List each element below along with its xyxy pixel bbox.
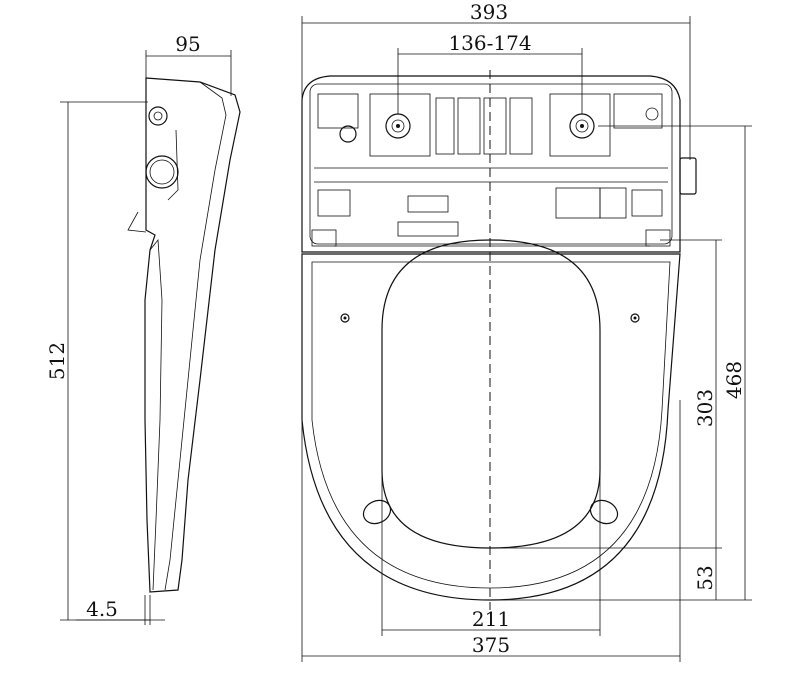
dimension-seat-length: 303 bbox=[693, 389, 717, 427]
side-profile-outline bbox=[144, 77, 241, 593]
dimension-side-depth: 95 bbox=[175, 32, 200, 56]
foot-pad-left bbox=[362, 499, 392, 525]
bumper-right bbox=[630, 313, 640, 323]
dimension-seat-width: 375 bbox=[472, 633, 510, 657]
dimension-side-thickness: 4.5 bbox=[86, 597, 118, 621]
dimension-total-length: 468 bbox=[722, 361, 746, 399]
dimension-opening-width: 211 bbox=[472, 607, 510, 631]
foot-pad-right bbox=[589, 499, 619, 525]
seat-opening bbox=[381, 239, 601, 549]
housing-knob bbox=[339, 125, 357, 143]
side-hinge-knob bbox=[148, 106, 168, 126]
dimension-side-length: 512 bbox=[45, 342, 69, 380]
side-knob bbox=[145, 155, 179, 189]
side-connector bbox=[679, 157, 697, 195]
top-view: 393 136-174 468 303 53 211 375 bbox=[301, 0, 752, 662]
dimension-front-offset: 53 bbox=[693, 565, 717, 590]
bumper-left bbox=[340, 313, 350, 323]
dimension-overall-width: 393 bbox=[470, 0, 508, 24]
dimension-bolt-spacing: 136-174 bbox=[448, 31, 531, 55]
side-view: 95 512 4.5 bbox=[45, 32, 241, 625]
hinge-housing-outline bbox=[301, 75, 681, 253]
